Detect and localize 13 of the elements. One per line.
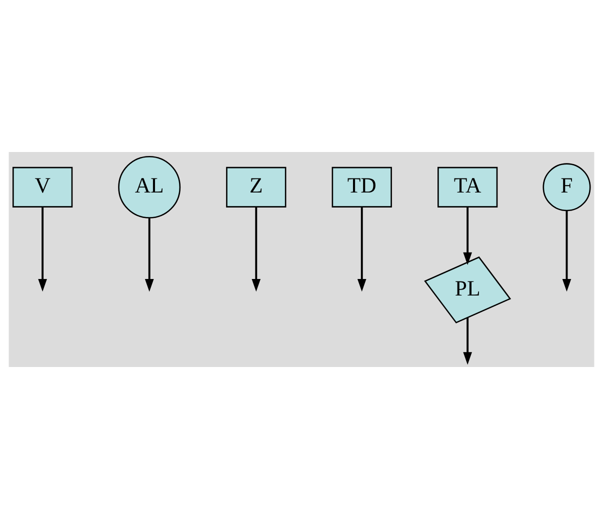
arrow	[252, 207, 261, 292]
node-box: V	[12, 166, 73, 208]
node-box: TD	[332, 166, 392, 208]
arrow	[463, 318, 472, 365]
node-box: TA	[438, 166, 498, 208]
arrow	[562, 210, 572, 292]
arrow	[38, 207, 47, 292]
arrow	[357, 207, 366, 292]
arrow	[463, 207, 472, 266]
node-box: Z	[226, 166, 286, 208]
node-circle: AL	[118, 156, 181, 218]
node-circle: F	[542, 163, 591, 212]
arrow	[144, 218, 154, 292]
